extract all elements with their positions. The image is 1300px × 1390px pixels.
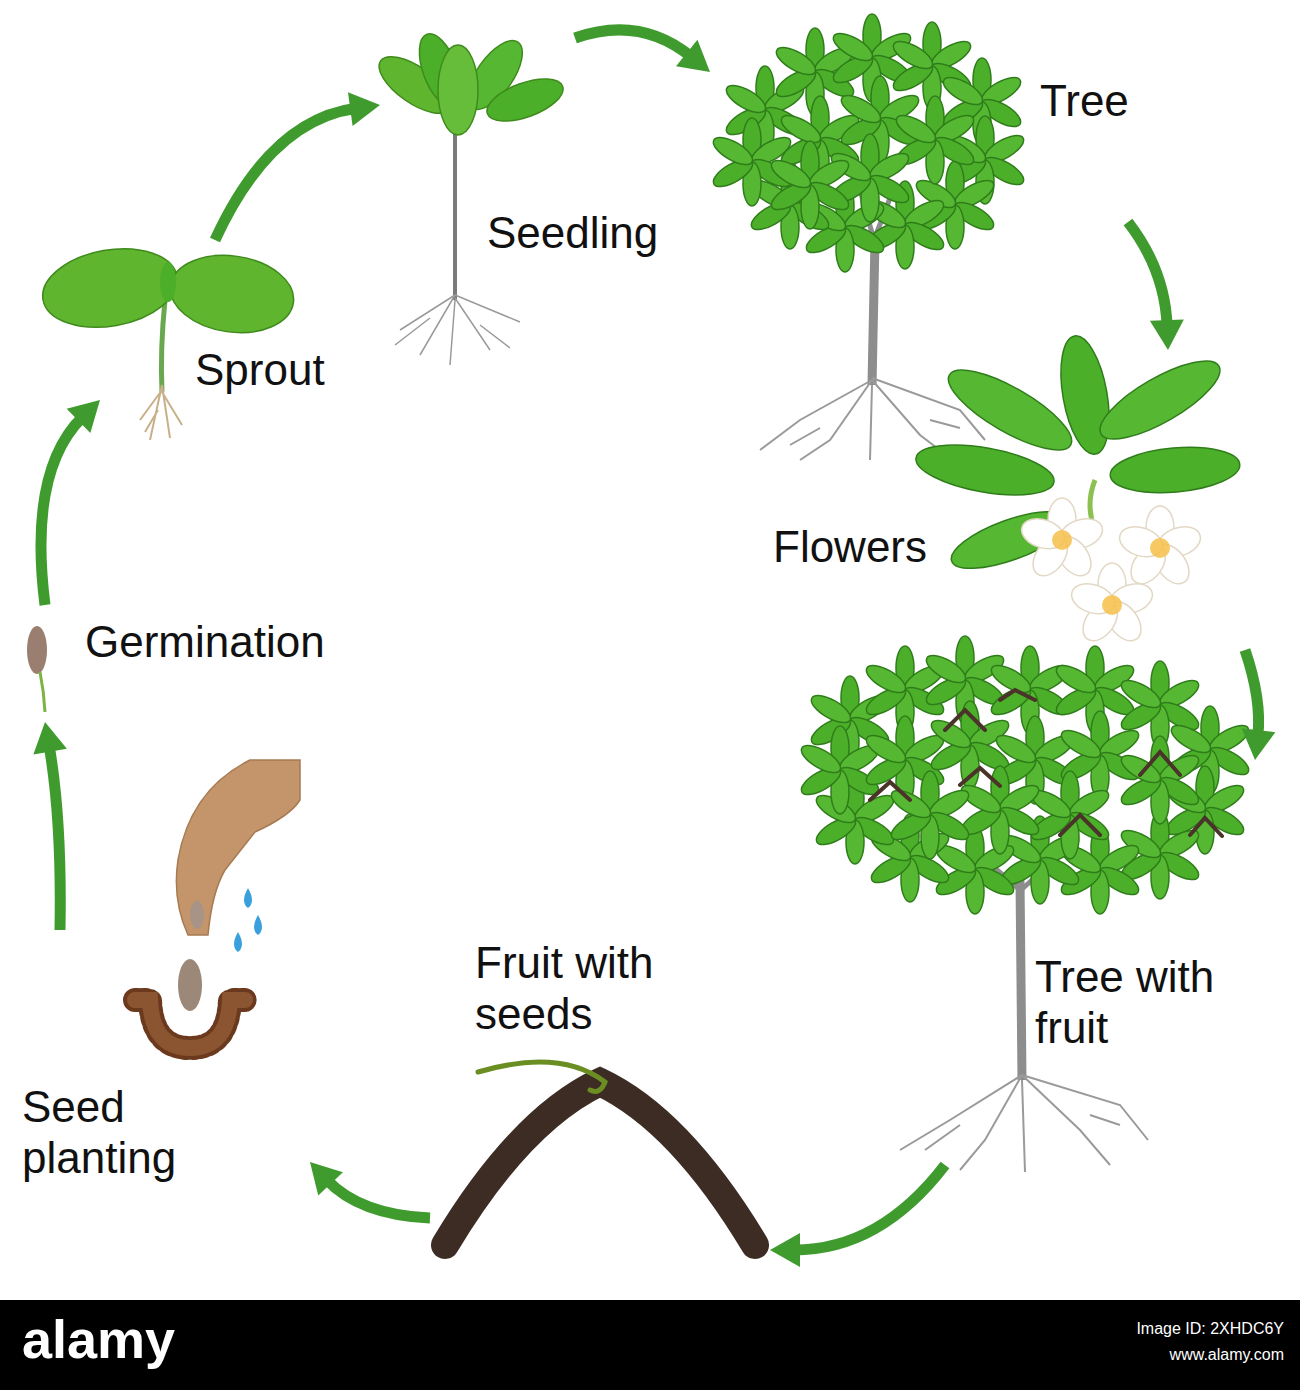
stage-label: Seed planting	[22, 1082, 232, 1183]
arrow-head	[1150, 319, 1184, 350]
stage-label: Flowers	[773, 522, 983, 573]
arrow-shaft	[49, 746, 60, 930]
cycle-arrow	[215, 92, 380, 240]
cycle-arrow	[310, 1162, 430, 1218]
stage-label: Tree	[1040, 76, 1158, 127]
stage-label: Sprout	[195, 345, 370, 396]
stage-label: Tree with fruit	[1035, 952, 1290, 1053]
stage-node: Sprout	[30, 240, 375, 400]
stage-label: Germination	[85, 617, 385, 668]
stage-node: Fruit with seeds	[430, 935, 770, 1262]
stage-node: Germination	[15, 605, 395, 722]
cycle-arrow	[1128, 222, 1184, 350]
stage-node: Tree	[710, 28, 1162, 222]
arrow-head	[770, 1233, 800, 1267]
stage-node: Seed planting	[15, 930, 310, 1200]
cycle-arrow	[33, 722, 66, 930]
watermark-logo: alamy	[22, 1310, 175, 1369]
stage-label: Seedling	[487, 208, 687, 259]
arrow-shaft	[1128, 222, 1167, 326]
arrow-head	[310, 1162, 343, 1195]
watermark-bar: alamy Image ID: 2XHDC6Y www.alamy.com	[0, 1300, 1300, 1390]
arrow-head	[676, 40, 710, 72]
arrow-head	[67, 400, 100, 433]
stage-node: Flowers	[770, 350, 1250, 650]
cycle-arrow	[1242, 650, 1276, 760]
watermark-text: Image ID: 2XHDC6Y	[1136, 1320, 1284, 1338]
cycle-arrow	[41, 400, 100, 605]
arrow-shaft	[1245, 650, 1259, 736]
arrow-shaft	[215, 108, 356, 240]
watermark-text: www.alamy.com	[1170, 1346, 1284, 1364]
stage-node: Seedling	[380, 38, 691, 368]
arrow-shaft	[575, 30, 691, 57]
cycle-arrow	[575, 30, 710, 72]
arrow-shaft	[326, 1179, 430, 1218]
cycle-arrow	[770, 1165, 945, 1267]
arrow-head	[348, 92, 380, 126]
arrow-head	[33, 722, 66, 754]
stage-label: Fruit with seeds	[475, 938, 745, 1039]
arrow-shaft	[41, 417, 83, 605]
stage-node: Tree with fruit	[800, 760, 1294, 1165]
arrow-head	[1242, 728, 1276, 760]
arrow-shaft	[794, 1165, 945, 1250]
stage-layer: Seed plantingGerminationSproutSeedlingTr…	[0, 0, 1300, 1300]
